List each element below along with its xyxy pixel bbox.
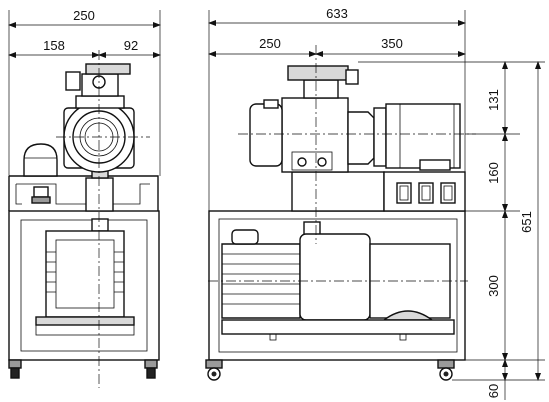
side-caster-right [437, 359, 455, 369]
front-caster-right [144, 359, 158, 369]
dim-side-right: 350 [381, 36, 403, 51]
side-roots-body [281, 97, 349, 173]
side-lower-motor [221, 243, 301, 319]
front-upper-frame [8, 175, 159, 211]
dim-side-left: 250 [259, 36, 281, 51]
switch-3 [440, 182, 456, 204]
dim-height-middle: 160 [486, 162, 501, 184]
dim-height-casters: 60 [486, 384, 501, 398]
front-lower-pump [45, 230, 125, 318]
side-base-plate [221, 319, 455, 335]
dim-height-top: 131 [486, 89, 501, 111]
front-base-plate [35, 316, 135, 326]
front-cabinet [8, 210, 160, 361]
front-cabinet-inner [20, 219, 148, 352]
front-column [85, 177, 114, 212]
front-dimensions: 250 158 92 [8, 8, 161, 176]
switch-1 [396, 182, 412, 204]
dim-front-left: 158 [43, 38, 65, 53]
side-caster-left [205, 359, 223, 369]
front-motor-dome [23, 143, 58, 177]
side-dimensions: 633 250 350 131 160 300 60 651 [208, 6, 545, 400]
front-view [8, 50, 160, 388]
dim-height-cabinet: 300 [486, 275, 501, 297]
side-end-cover [249, 103, 283, 167]
dim-height-total: 651 [519, 211, 534, 233]
front-valve-handle [85, 63, 131, 75]
front-valve-base [75, 95, 125, 109]
dim-front-total: 250 [73, 8, 95, 23]
side-motor [385, 103, 461, 169]
switch-2 [418, 182, 434, 204]
front-caster-left [8, 359, 22, 369]
side-valve-handle [287, 65, 349, 81]
dim-front-right: 92 [124, 38, 138, 53]
side-view [205, 45, 476, 381]
side-column [291, 171, 385, 212]
dim-side-total: 633 [326, 6, 348, 21]
side-lower-pump [299, 233, 371, 321]
